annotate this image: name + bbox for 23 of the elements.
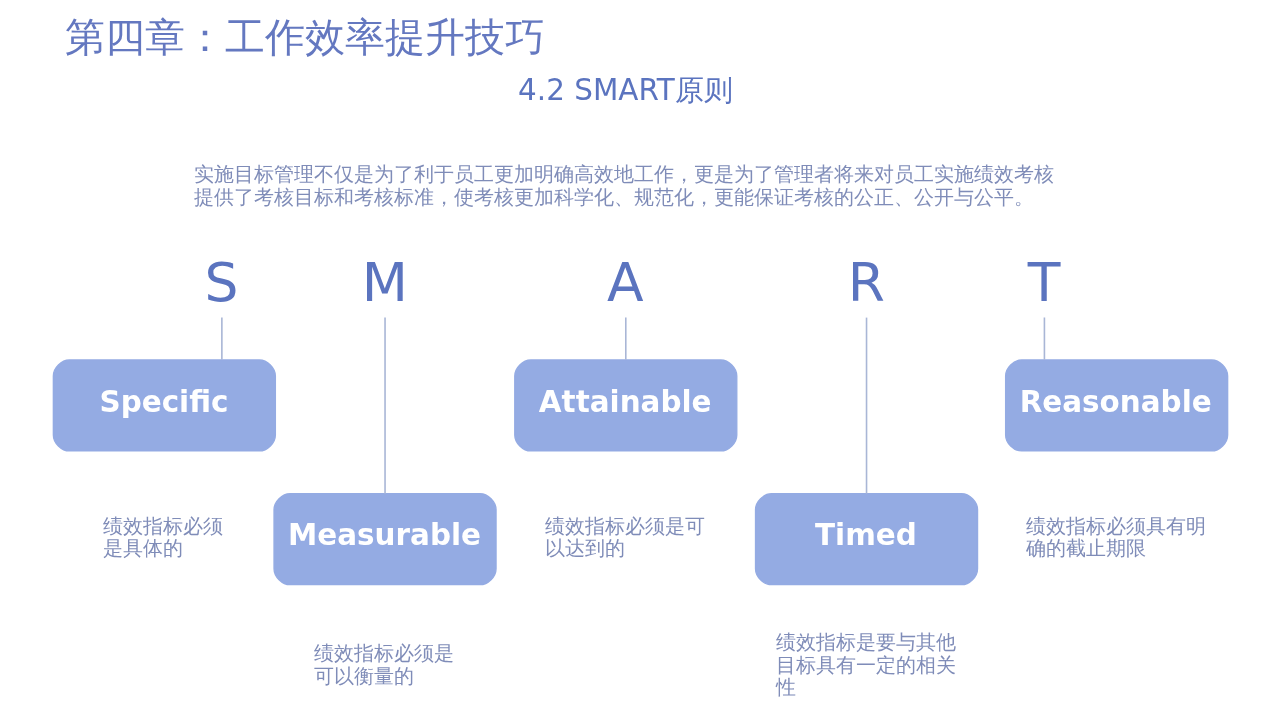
node-label: 绩效指标必须是可以衡量的 xyxy=(313,641,454,688)
node-box: Timed xyxy=(754,493,978,586)
node-text: R xyxy=(847,251,885,315)
node-box: Attainable xyxy=(513,359,737,452)
node-box: Reasonable xyxy=(1004,359,1228,452)
connector xyxy=(624,316,627,361)
node-label: 绩效指标必须是具体的 xyxy=(103,513,224,561)
node-label: 绩效指标必须具有明确的截止期限 xyxy=(1025,513,1206,561)
label: 4.2 SMART原则 xyxy=(517,73,733,107)
node-box: Measurable xyxy=(272,493,497,586)
label: 实施目标管理不仅是为了利于员工更加明确高效地工作，更是为了管理者将来对员工实施绩效考核提供了考核目标和考核标准，使考核更加科学化、规范化，更能保证考核的公正、公开与公平。 xyxy=(193,161,1054,209)
node-box: Specific xyxy=(52,359,276,452)
node-text: T xyxy=(1027,251,1060,315)
connector xyxy=(865,316,867,495)
node-label: 绩效指标是要与其他目标具有一定的相关性 xyxy=(775,629,956,700)
node-text: A xyxy=(606,251,644,315)
node-text: S xyxy=(203,251,238,315)
diagram-title: 第四章：工作效率提升技巧 xyxy=(64,14,545,61)
node-text: M xyxy=(361,251,408,315)
connector xyxy=(383,316,386,495)
connector xyxy=(220,316,223,361)
node-label: 绩效指标必须是可以达到的 xyxy=(544,513,705,561)
connector xyxy=(1043,316,1045,361)
